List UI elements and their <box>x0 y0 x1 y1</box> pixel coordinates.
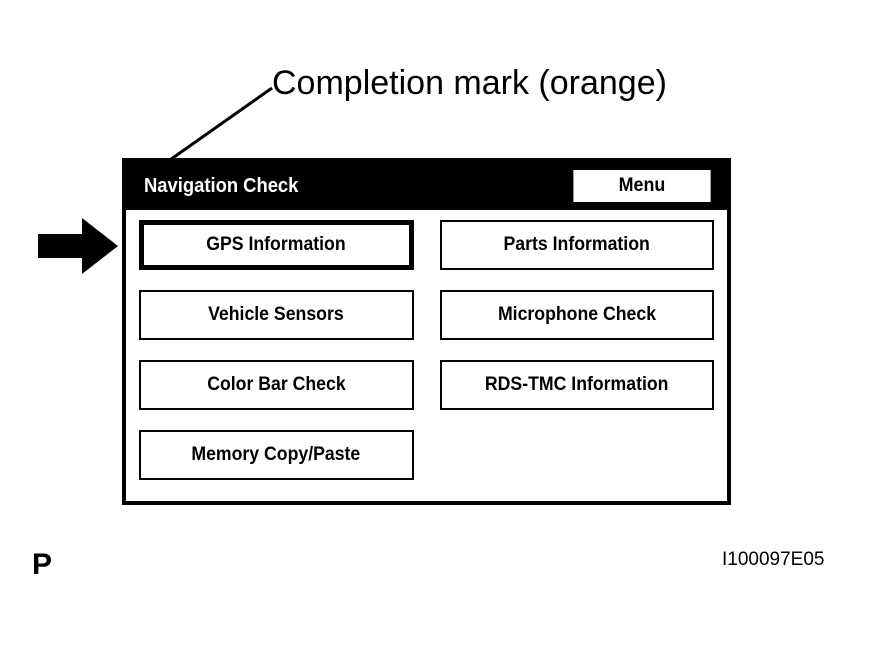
menu-item-label: Parts Information <box>503 234 650 255</box>
screen-title: Navigation Check <box>144 174 299 197</box>
column-gap <box>414 220 440 270</box>
right-arrow-icon <box>38 218 118 274</box>
column-gap <box>414 430 440 480</box>
menu-row-1: GPS Information Parts Information <box>139 220 714 270</box>
menu-button-grid: GPS Information Parts Information Vehicl… <box>126 210 727 480</box>
completion-mark-caption: Completion mark (orange) <box>272 64 667 102</box>
figure-code: I100097E05 <box>722 549 825 570</box>
menu-item-gps-information[interactable]: GPS Information <box>139 220 414 270</box>
menu-row-4: Memory Copy/Paste <box>139 430 714 480</box>
menu-item-microphone-check[interactable]: Microphone Check <box>439 290 714 340</box>
menu-row-2: Vehicle Sensors Microphone Check <box>139 290 714 340</box>
menu-item-label: Memory Copy/Paste <box>191 444 361 465</box>
screen-header-bar: Navigation Check Menu <box>126 162 727 210</box>
page-marker: P <box>32 548 53 581</box>
menu-item-color-bar-check[interactable]: Color Bar Check <box>139 360 414 410</box>
menu-item-memory-copy-paste[interactable]: Memory Copy/Paste <box>139 430 414 480</box>
menu-row-3: Color Bar Check RDS-TMC Information <box>139 360 714 410</box>
menu-item-label: RDS-TMC Information <box>484 374 669 395</box>
menu-item-parts-information[interactable]: Parts Information <box>439 220 714 270</box>
menu-item-label: Microphone Check <box>497 304 656 325</box>
menu-item-label: GPS Information <box>206 234 346 255</box>
menu-button[interactable]: Menu <box>573 170 711 202</box>
column-gap <box>414 360 440 410</box>
navigation-check-screen: Navigation Check Menu GPS Information Pa… <box>122 158 731 505</box>
menu-grid-empty-slot <box>440 430 714 480</box>
menu-item-vehicle-sensors[interactable]: Vehicle Sensors <box>139 290 414 340</box>
menu-item-label: Color Bar Check <box>207 374 346 395</box>
column-gap <box>414 290 440 340</box>
menu-item-label: Vehicle Sensors <box>208 304 345 325</box>
menu-item-rds-tmc-information[interactable]: RDS-TMC Information <box>439 360 714 410</box>
leader-line <box>166 86 273 164</box>
